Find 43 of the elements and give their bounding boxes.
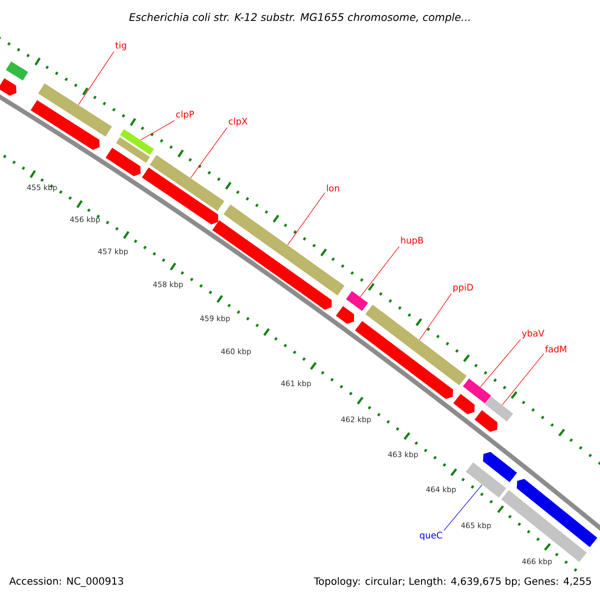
gene-bar xyxy=(346,291,368,311)
leader-line xyxy=(444,484,482,531)
gene-label: fadM xyxy=(545,346,566,352)
gene-label: queC xyxy=(420,532,442,540)
gene-feature xyxy=(516,478,598,548)
gene-bar xyxy=(365,304,467,386)
leader-line xyxy=(287,192,326,246)
gene-feature xyxy=(483,452,517,482)
gene-label: ybaV xyxy=(522,330,544,338)
leader-line xyxy=(190,127,228,178)
leader-line xyxy=(140,120,175,140)
gene-feature xyxy=(142,168,218,224)
gene-feature xyxy=(30,100,100,150)
gene-label: lon xyxy=(327,184,340,192)
gene-label: hupB xyxy=(401,236,424,246)
leader-line xyxy=(502,353,544,406)
gene-feature xyxy=(354,320,454,400)
gene-bar xyxy=(224,204,344,296)
leader-line xyxy=(78,51,114,106)
gene-label: clpP xyxy=(176,110,194,120)
gene-label: clpX xyxy=(228,118,248,126)
gene-bar xyxy=(466,462,506,498)
gene-feature xyxy=(336,306,354,324)
gene-feature xyxy=(474,410,498,432)
title: Escherichia coli str. K-12 substr. MG1655 chromosome, comple... xyxy=(129,12,470,24)
leader-line xyxy=(360,246,400,298)
gene-bar xyxy=(6,61,28,81)
leader-line xyxy=(480,339,521,388)
gene-feature xyxy=(453,394,475,414)
gene-feature xyxy=(0,78,16,96)
gene-bar xyxy=(462,378,492,404)
footer-text: Topology: circular; Length: 4,639,675 bp; Genes: 4,255 xyxy=(314,577,591,587)
gene-bar xyxy=(484,396,514,422)
footer-text: Accession: NC_000913 xyxy=(9,577,124,587)
gene-feature xyxy=(212,220,332,310)
gene-label: tig xyxy=(115,42,126,50)
gene-label: ppiD xyxy=(453,284,473,292)
leader-line xyxy=(419,293,452,340)
gene-bar xyxy=(120,129,154,155)
gene-feature xyxy=(106,148,141,176)
gene-bar xyxy=(116,137,150,163)
gene-bar xyxy=(150,155,224,211)
gene-bar xyxy=(38,83,112,137)
